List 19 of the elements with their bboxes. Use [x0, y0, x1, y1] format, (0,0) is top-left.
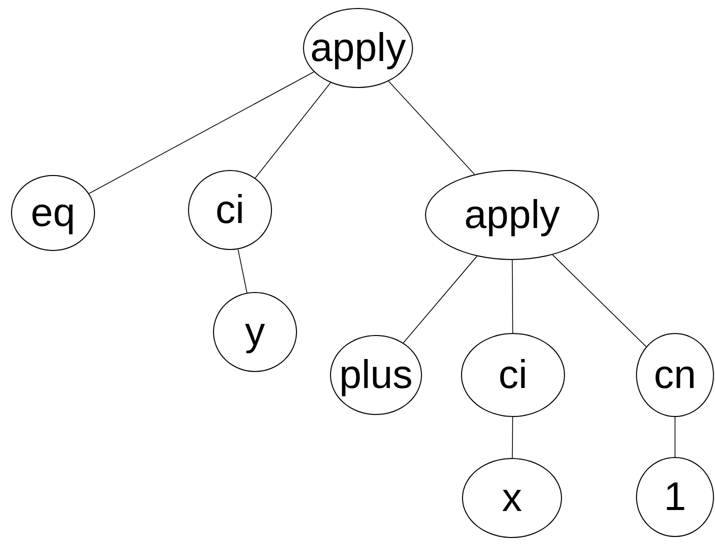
- node-label: x: [502, 478, 522, 518]
- connector-line: [88, 71, 314, 194]
- connector-line: [512, 260, 514, 334]
- connector-line: [238, 248, 248, 294]
- node-label: apply: [464, 195, 560, 235]
- connector-line: [254, 82, 331, 178]
- connector-line: [674, 416, 676, 458]
- node-label: eq: [30, 193, 76, 233]
- connector-line: [552, 254, 647, 348]
- node-label: y: [245, 312, 265, 352]
- connector-line: [402, 256, 478, 344]
- connector-line: [512, 416, 514, 458]
- node-label: plus: [339, 355, 413, 395]
- node-label: ci: [498, 355, 528, 395]
- connector-line: [388, 80, 475, 175]
- node-label: apply: [310, 28, 406, 68]
- node-label: cn: [654, 355, 696, 395]
- node-label: 1: [664, 477, 686, 517]
- node-label: ci: [216, 190, 244, 230]
